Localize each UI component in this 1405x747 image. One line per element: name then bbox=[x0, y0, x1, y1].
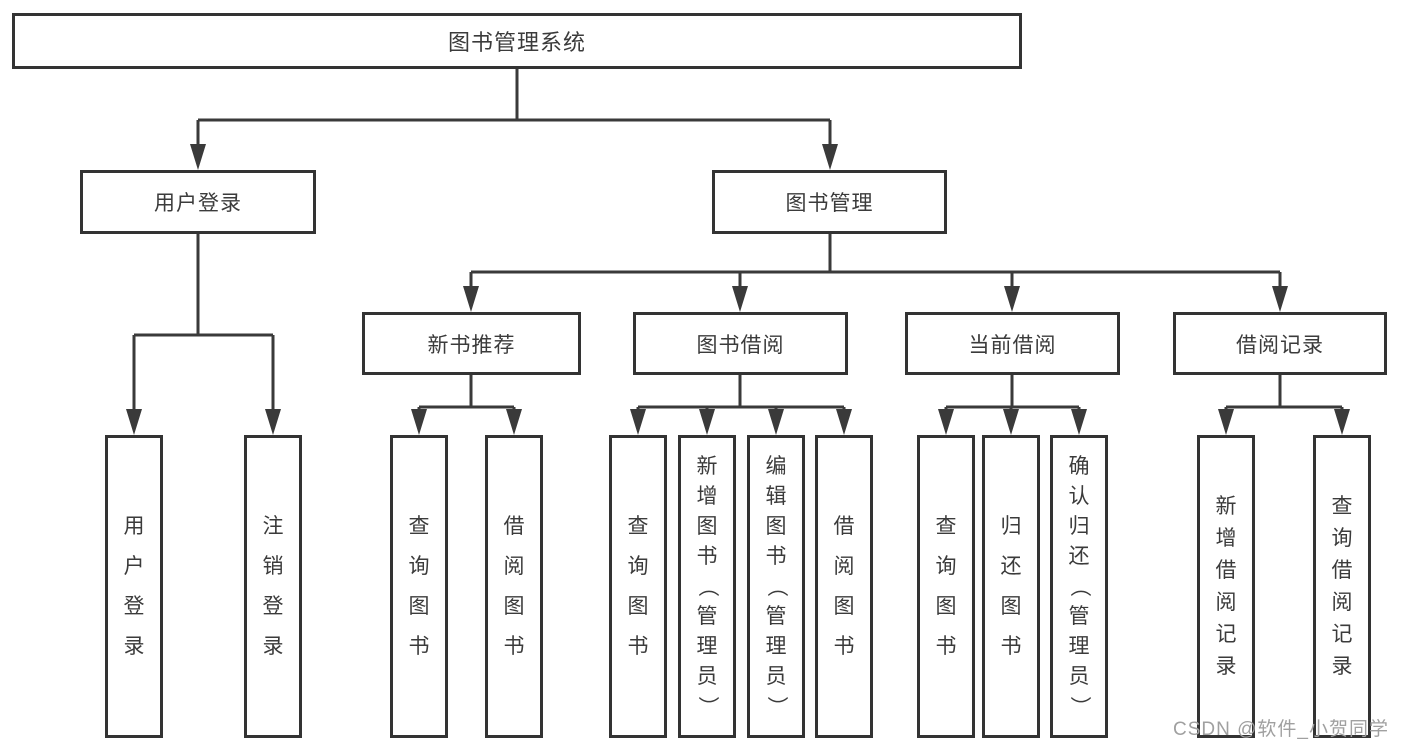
leaf-edit-book-admin-label: 编辑图书（管理员） bbox=[764, 455, 788, 717]
node-current-borrow: 当前借阅 bbox=[905, 312, 1120, 375]
node-borrow-records: 借阅记录 bbox=[1173, 312, 1387, 375]
leaf-logout-label: 注销登录 bbox=[262, 515, 284, 658]
leaf-logout: 注销登录 bbox=[244, 435, 302, 738]
leaf-query-books-current-label: 查询图书 bbox=[935, 515, 957, 658]
leaf-edit-book-admin: 编辑图书（管理员） bbox=[747, 435, 805, 738]
leaf-query-books-borrow: 查询图书 bbox=[609, 435, 667, 738]
leaf-borrow-books-recommend-label: 借阅图书 bbox=[503, 515, 525, 658]
leaf-query-books-recommend-label: 查询图书 bbox=[408, 515, 430, 658]
leaf-add-borrow-record: 新增借阅记录 bbox=[1197, 435, 1255, 738]
leaf-confirm-return-admin: 确认归还（管理员） bbox=[1050, 435, 1108, 738]
leaf-query-books-current: 查询图书 bbox=[917, 435, 975, 738]
leaf-borrow-books-recommend: 借阅图书 bbox=[485, 435, 543, 738]
leaf-return-book-label: 归还图书 bbox=[1000, 515, 1022, 658]
csdn-watermark: CSDN @软件_小贺同学 bbox=[1173, 719, 1389, 740]
leaf-query-books-recommend: 查询图书 bbox=[390, 435, 448, 738]
leaf-borrow-books: 借阅图书 bbox=[815, 435, 873, 738]
leaf-query-borrow-record: 查询借阅记录 bbox=[1313, 435, 1371, 738]
node-book-borrow: 图书借阅 bbox=[633, 312, 848, 375]
leaf-confirm-return-admin-label: 确认归还（管理员） bbox=[1067, 455, 1091, 717]
leaf-return-book: 归还图书 bbox=[982, 435, 1040, 738]
leaf-query-borrow-record-label: 查询借阅记录 bbox=[1331, 495, 1353, 678]
node-new-book-recommend: 新书推荐 bbox=[362, 312, 581, 375]
arrowhead-icons bbox=[126, 144, 1350, 435]
leaf-query-books-borrow-label: 查询图书 bbox=[627, 515, 649, 658]
node-user-login: 用户登录 bbox=[80, 170, 316, 234]
leaf-borrow-books-label: 借阅图书 bbox=[833, 515, 855, 658]
node-book-management: 图书管理 bbox=[712, 170, 947, 234]
leaf-user-login: 用户登录 bbox=[105, 435, 163, 738]
leaf-add-book-admin: 新增图书（管理员） bbox=[678, 435, 736, 738]
node-library-system: 图书管理系统 bbox=[12, 13, 1022, 69]
leaf-user-login-label: 用户登录 bbox=[123, 515, 145, 658]
leaf-add-book-admin-label: 新增图书（管理员） bbox=[695, 455, 719, 717]
leaf-add-borrow-record-label: 新增借阅记录 bbox=[1215, 495, 1237, 678]
